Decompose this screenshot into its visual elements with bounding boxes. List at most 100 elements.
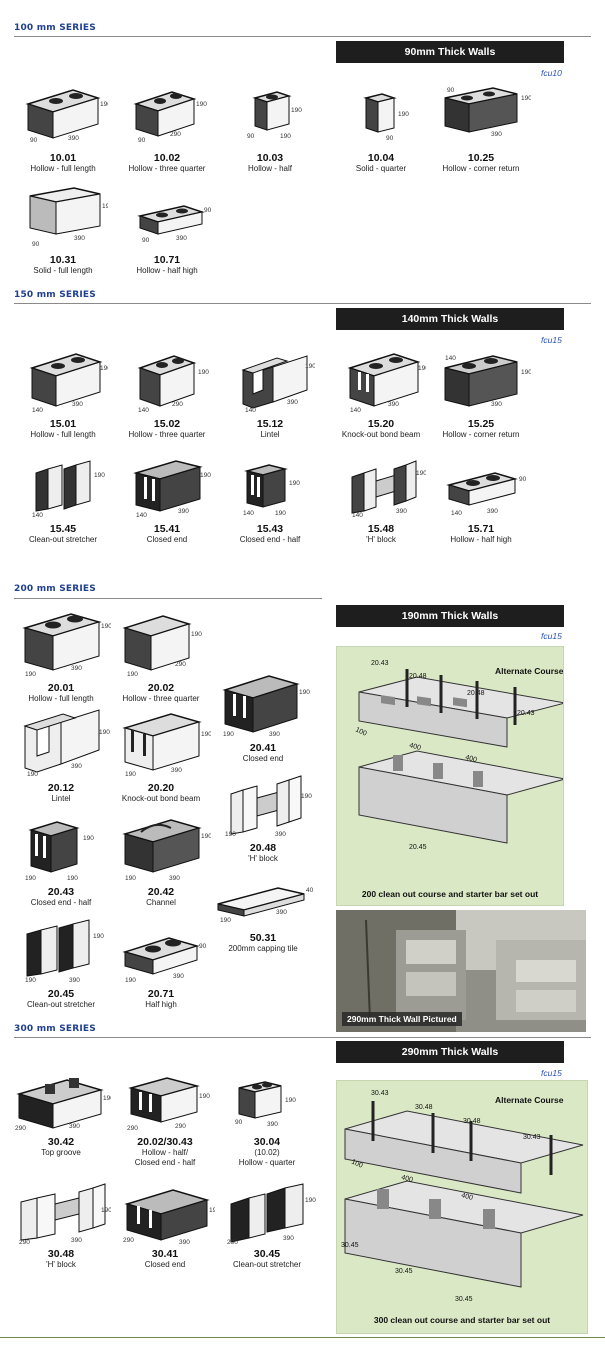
svg-text:190: 190: [102, 203, 108, 210]
svg-text:190: 190: [201, 731, 211, 738]
svg-text:390: 390: [69, 1123, 80, 1130]
svg-text:140: 140: [138, 407, 149, 414]
svg-text:390: 390: [173, 973, 184, 980]
svg-text:290: 290: [127, 1125, 138, 1132]
block-10-01: 190 390 90 10.01 Hollow - full length: [8, 84, 118, 174]
block-code: 20.12: [47, 782, 75, 794]
block-code: 20.42: [147, 886, 175, 898]
block-20-20: 190 390 190 20.20 Knock-out bond beam: [106, 706, 216, 804]
svg-text:Alternate Course: Alternate Course: [495, 1095, 564, 1105]
block-code: 20.02/30.43: [137, 1136, 193, 1148]
block-description: 200mm capping tile: [228, 944, 298, 953]
svg-text:390: 390: [68, 135, 79, 142]
svg-text:20.45: 20.45: [409, 844, 427, 851]
svg-text:30.45: 30.45: [395, 1268, 413, 1275]
svg-text:190: 190: [127, 671, 138, 678]
svg-text:390: 390: [69, 977, 80, 984]
svg-text:390: 390: [71, 665, 82, 672]
svg-text:190: 190: [398, 111, 409, 118]
block-description: Solid - full length: [33, 266, 93, 275]
photo-caption: 290mm Thick Wall Pictured: [342, 1012, 462, 1026]
svg-text:390: 390: [287, 399, 298, 406]
block-code: 20.48: [249, 842, 277, 854]
svg-text:30.48: 30.48: [463, 1118, 481, 1125]
svg-text:390: 390: [171, 767, 182, 774]
clean-out-stretcher-icon: 190 390 190: [25, 919, 104, 984]
block-30-41: 190 390 290 30.41 Closed end: [110, 1180, 220, 1270]
svg-text:390: 390: [176, 235, 187, 242]
svg-text:390: 390: [71, 763, 82, 770]
block-code: 20.43: [47, 886, 75, 898]
svg-text:140: 140: [32, 407, 43, 414]
block-description: Lintel: [51, 794, 71, 803]
series-300-title: 300 mm SERIES: [14, 1024, 96, 1034]
block-code: 10.25: [467, 152, 495, 164]
block-description: Hollow - full length: [28, 694, 94, 703]
svg-text:20.48: 20.48: [409, 673, 427, 680]
svg-text:390: 390: [71, 1237, 82, 1244]
svg-text:20.43: 20.43: [371, 660, 389, 667]
block-description: Top groove: [41, 1148, 81, 1157]
block-15-01: 190 390 140 15.01 Hollow - full length: [8, 350, 118, 440]
block-description: Closed end: [144, 1260, 186, 1269]
block-code: 15.48: [367, 523, 395, 535]
block-code: 50.31: [249, 932, 277, 944]
hollow-quarter-block-icon: 190 390 90: [235, 1081, 296, 1128]
svg-text:390: 390: [72, 401, 83, 408]
svg-text:190: 190: [196, 101, 207, 108]
svg-text:190: 190: [305, 363, 315, 370]
solid-block-icon: 190 90: [363, 93, 409, 142]
clean-out-stretcher-icon: 190 390 290: [227, 1183, 316, 1246]
block-10-31: 190 390 90 10.31 Solid - full length: [8, 186, 118, 276]
svg-text:90: 90: [32, 241, 40, 248]
svg-text:290: 290: [175, 1123, 186, 1130]
block-code: 20.02: [147, 682, 175, 694]
svg-text:190: 190: [301, 793, 312, 800]
block-10-03: 190 190 90 10.03 Hollow - half: [215, 84, 325, 174]
svg-text:90: 90: [247, 133, 255, 140]
svg-text:140: 140: [352, 512, 363, 519]
svg-text:30.45: 30.45: [455, 1296, 473, 1303]
svg-text:190: 190: [198, 369, 209, 376]
block-code: 15.01: [49, 418, 77, 430]
svg-text:390: 390: [74, 235, 85, 242]
block-20-12: 190 390 190 20.12 Lintel: [6, 706, 116, 804]
svg-text:190: 190: [25, 671, 36, 678]
block-10-02: 190 290 90 10.02 Hollow - three quarter: [112, 84, 222, 174]
block-20-41: 190 390 190 20.41 Closed end: [208, 670, 318, 764]
hollow-block-icon: 190 290 140: [137, 355, 209, 414]
block-15-48: 190 390 140 15.48 'H' block: [326, 455, 436, 545]
svg-text:390: 390: [269, 731, 280, 738]
setout-diagram-200: Alternate Course 20.43 20.48 20.48 20.43…: [336, 646, 566, 906]
svg-text:190: 190: [291, 107, 302, 114]
block-code: 15.20: [367, 418, 395, 430]
svg-text:190: 190: [25, 875, 36, 882]
svg-text:90: 90: [138, 137, 146, 144]
course-setout-illustration: Alternate Course 30.43 30.48 30.48 30.43…: [341, 1090, 584, 1325]
svg-text:190: 190: [67, 875, 78, 882]
block-description: Hollow - half high: [450, 535, 512, 544]
svg-text:400: 400: [400, 1174, 413, 1184]
svg-text:390: 390: [178, 508, 189, 515]
block-code: 20.20: [147, 782, 175, 794]
svg-text:140: 140: [451, 510, 462, 517]
block-code: 15.71: [467, 523, 495, 535]
block-code: 15.41: [153, 523, 181, 535]
block-code: 10.71: [153, 254, 181, 266]
svg-text:140: 140: [245, 407, 256, 414]
block-description: Solid - quarter: [355, 164, 407, 173]
svg-text:190: 190: [100, 101, 108, 108]
bond-beam-block-icon: 190 390 140: [347, 353, 426, 414]
svg-text:290: 290: [123, 1237, 134, 1244]
svg-text:290: 290: [172, 401, 183, 408]
block-15-02: 190 290 140 15.02 Hollow - three quarter: [112, 350, 222, 440]
block-description: (10.02) Hollow - quarter: [238, 1148, 296, 1167]
wall-photo-image: [336, 910, 586, 1032]
svg-text:190: 190: [199, 1093, 210, 1100]
block-20-43: 190 190 190 20.43 Closed end - half: [6, 810, 116, 908]
svg-text:200 clean out course and start: 200 clean out course and starter bar set…: [362, 889, 538, 899]
block-description: 'H' block: [248, 854, 278, 863]
svg-text:90: 90: [235, 1119, 243, 1126]
svg-text:190: 190: [93, 933, 104, 940]
hollow-block-icon: 190 290 90: [133, 91, 207, 144]
